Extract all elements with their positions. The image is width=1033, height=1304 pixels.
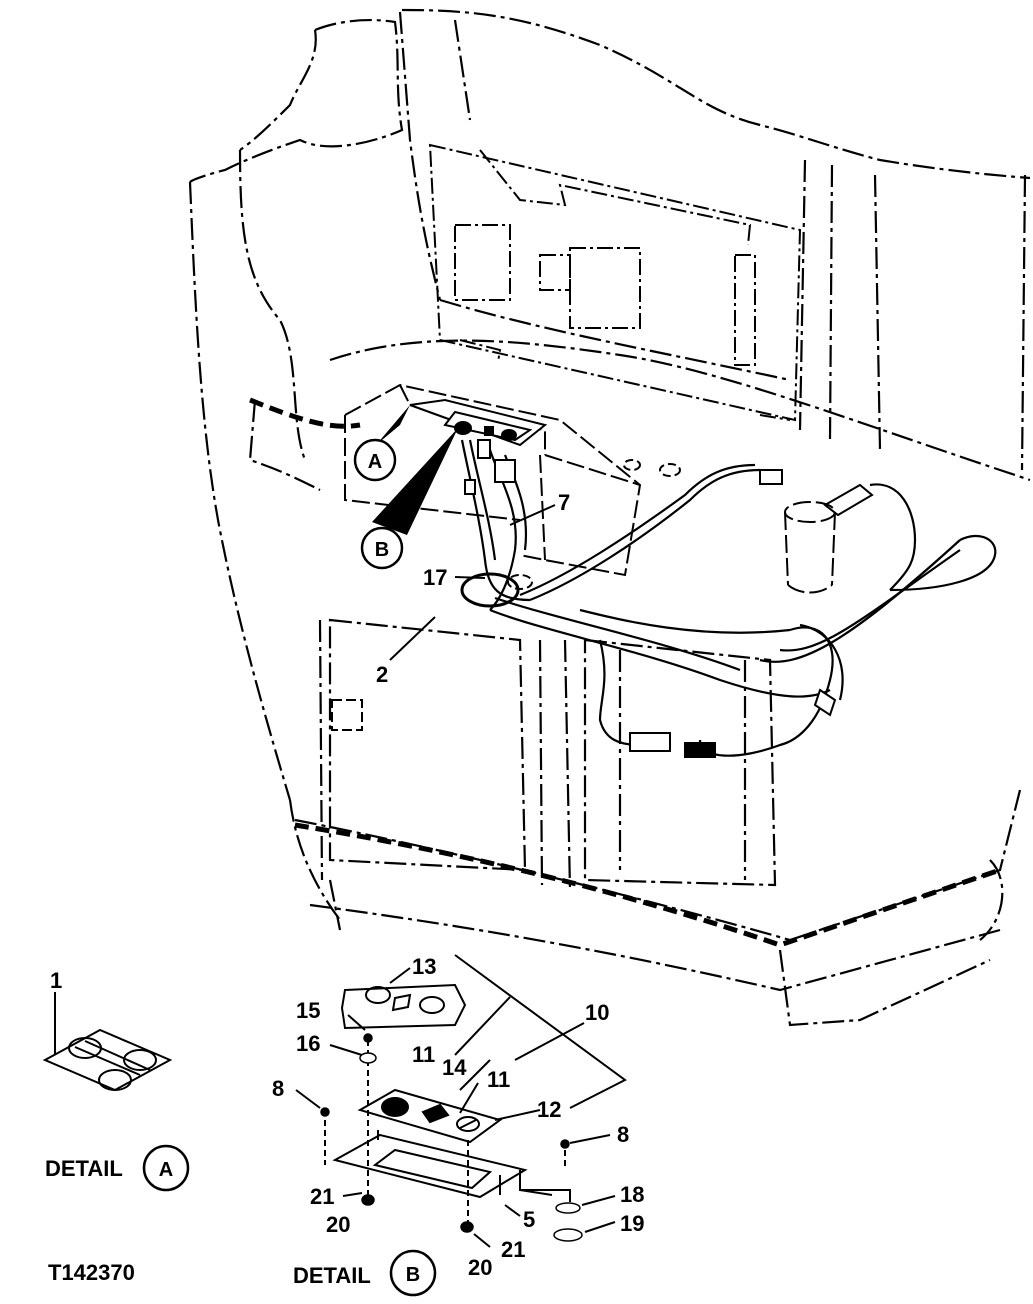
callout-18: 18 (620, 1182, 644, 1207)
detail-b-fasteners (321, 1034, 582, 1241)
callout-21-right: 21 (501, 1237, 525, 1262)
detail-a-wedge (376, 405, 410, 445)
callout-21-left: 21 (310, 1184, 334, 1209)
main-view-leaders (390, 505, 555, 660)
callout-17: 17 (423, 565, 447, 590)
callout-20-right: 20 (468, 1255, 492, 1280)
detail-b-title-text: DETAIL (293, 1263, 371, 1288)
detail-b-leaders (296, 968, 615, 1247)
control-plate (410, 400, 545, 445)
callout-5: 5 (523, 1207, 535, 1232)
callout-8-left: 8 (272, 1076, 284, 1101)
container-cylinder (785, 502, 835, 593)
detail-a-title: DETAIL A (45, 1146, 188, 1190)
detail-a-marker: A (355, 440, 395, 480)
detail-b-title: DETAIL B (293, 1251, 435, 1295)
detail-a-title-text: DETAIL (45, 1156, 123, 1181)
detail-b-title-letter: B (406, 1264, 420, 1286)
detail-a-title-letter: A (159, 1159, 173, 1181)
callout-16: 16 (296, 1031, 320, 1056)
callout-14: 14 (442, 1055, 467, 1080)
callout-15: 15 (296, 998, 320, 1023)
callout-8-right: 8 (617, 1122, 629, 1147)
console-box (345, 385, 640, 575)
wiring-harness (462, 440, 995, 756)
callout-2: 2 (376, 662, 388, 687)
callout-19: 19 (620, 1211, 644, 1236)
callout-20-left: 20 (326, 1212, 350, 1237)
callout-1: 1 (50, 968, 62, 993)
detail-b-drawing (325, 955, 625, 1225)
cab-outline (190, 10, 1030, 1025)
figure-id: T142370 (48, 1260, 135, 1285)
door-handle (332, 700, 362, 730)
callout-11-left: 11 (412, 1042, 435, 1067)
detail-b-marker-label: B (375, 539, 389, 561)
cab-base-line (250, 400, 1000, 945)
harness-connectors (465, 440, 872, 757)
detail-a-marker-label: A (368, 451, 382, 473)
callout-11-right: 11 (487, 1067, 510, 1092)
callout-7: 7 (558, 490, 570, 515)
floor-openings (508, 460, 680, 589)
callout-13: 13 (412, 954, 436, 979)
back-wall-components (430, 145, 800, 420)
callout-12: 12 (537, 1097, 561, 1122)
detail-b-marker: B (362, 528, 402, 568)
callout-10: 10 (585, 1000, 609, 1025)
detail-a-drawing (45, 992, 170, 1090)
harness-loop (462, 574, 518, 606)
detail-b-wedge (372, 428, 458, 535)
